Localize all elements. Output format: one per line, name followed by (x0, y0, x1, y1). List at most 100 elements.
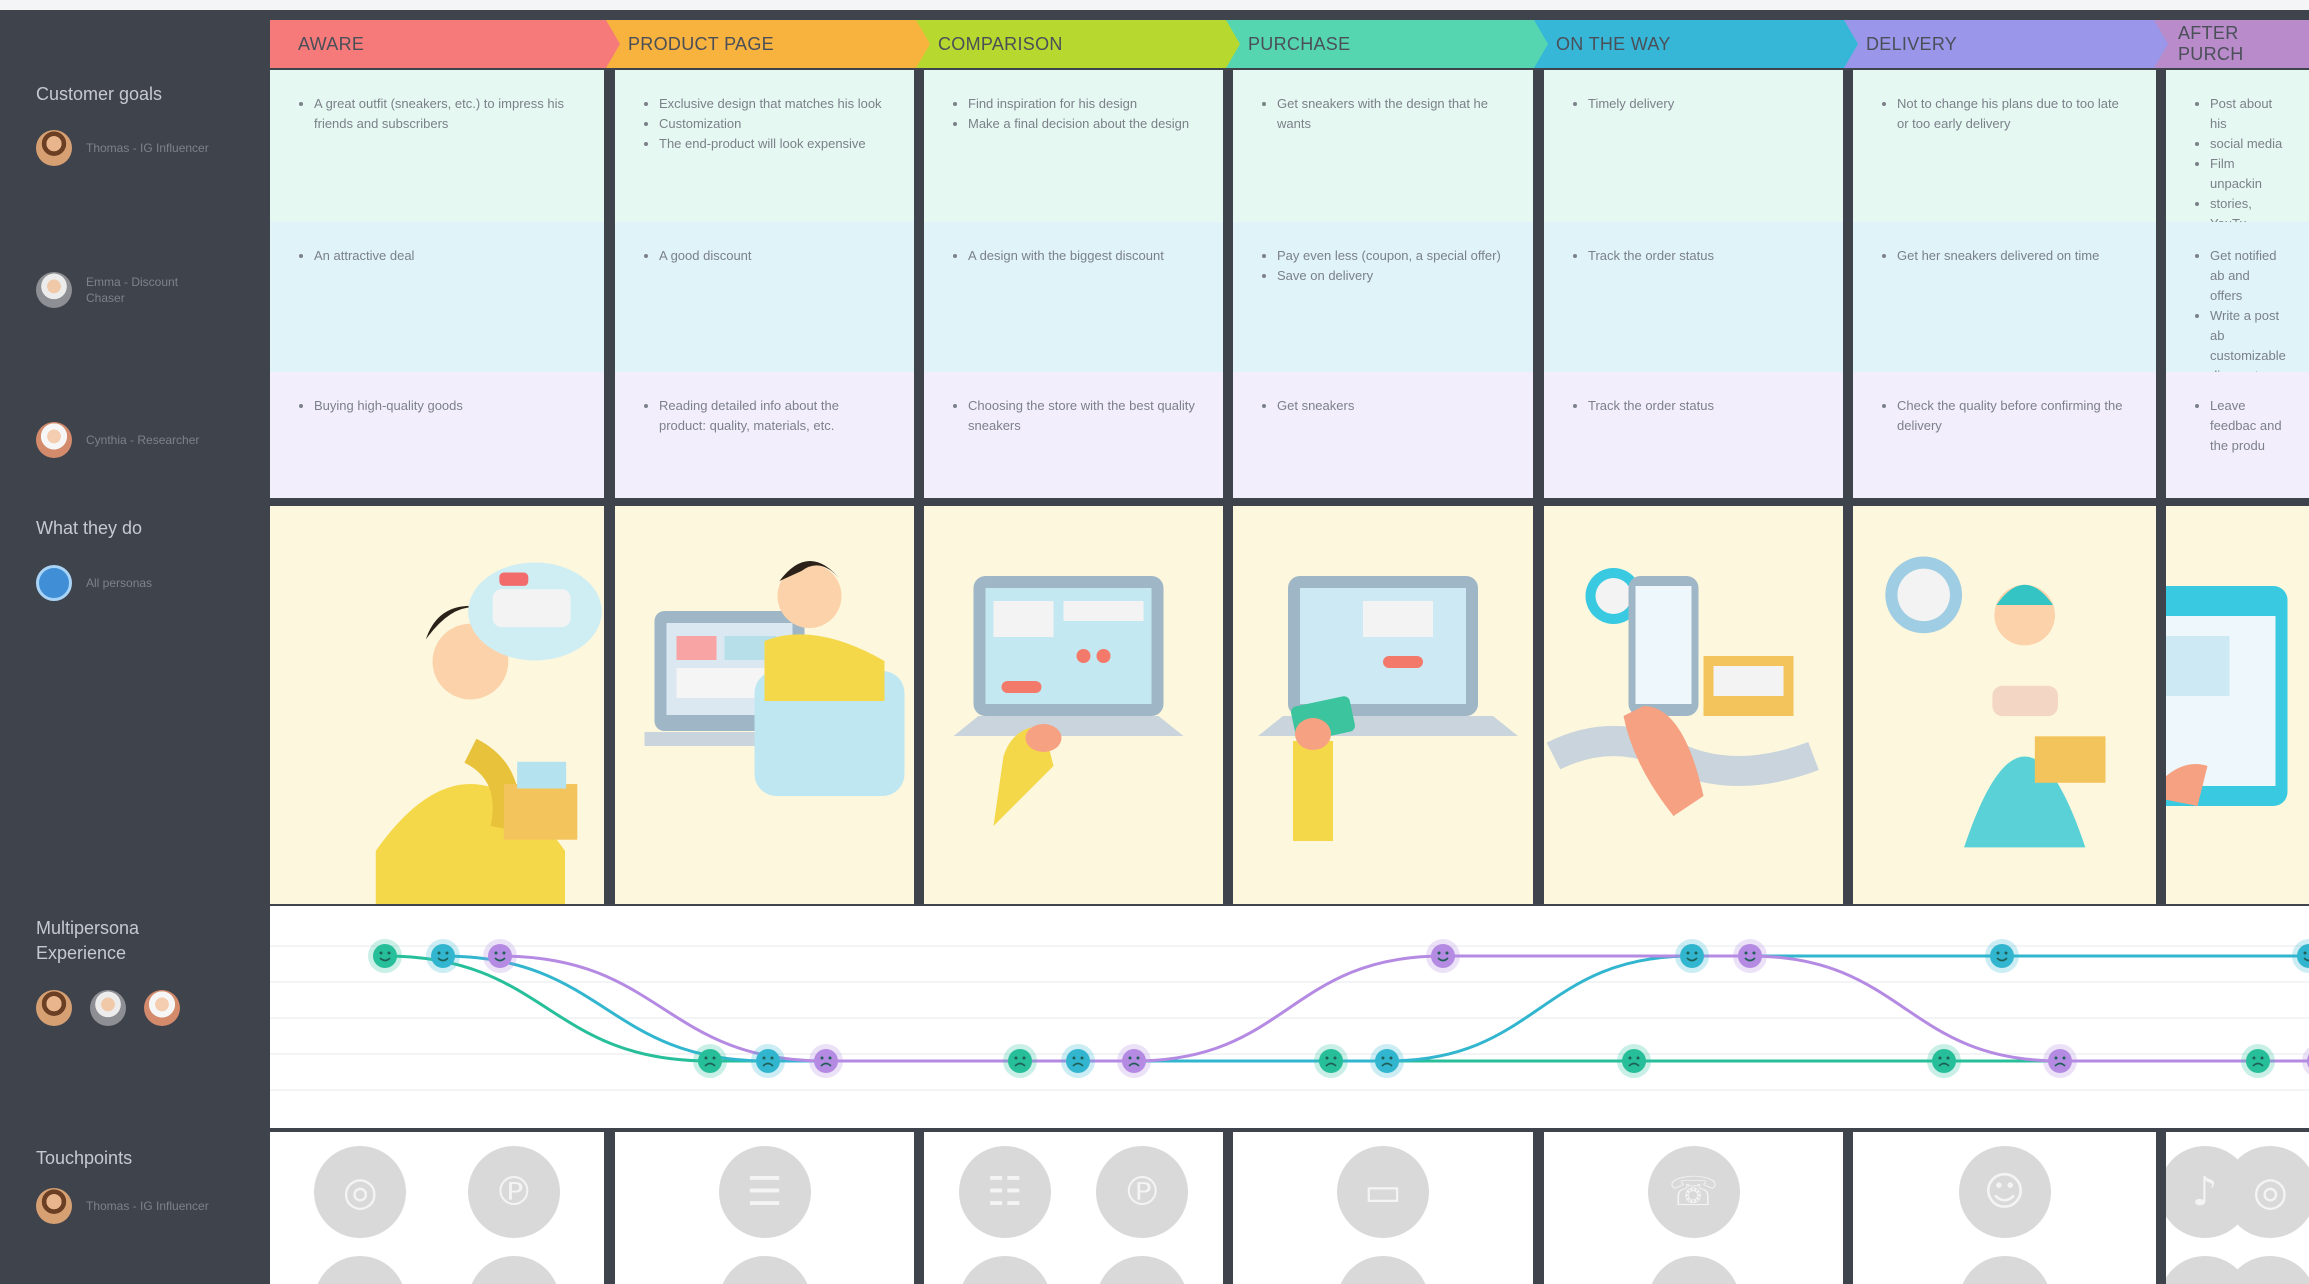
pinterest-icon[interactable]: ℗ (1096, 1146, 1189, 1238)
goal-item: Get sneakers with the design that he wan… (1277, 94, 1507, 134)
persona-thomas[interactable]: Thomas - IG Influencer (36, 130, 216, 166)
goal-cell-thomas[interactable]: Timely delivery (1544, 70, 1843, 222)
goal-item: Reading detailed info about the product:… (659, 396, 888, 436)
goal-item: Timely delivery (1588, 94, 1817, 114)
top-toolbar-strip (0, 0, 2309, 10)
mood-point-happy[interactable] (483, 939, 517, 973)
goal-cell-thomas[interactable]: Find inspiration for his designMake a fi… (924, 70, 1223, 222)
touchpoint-icon-second-row[interactable] (2224, 1256, 2309, 1284)
touchpoint-cell[interactable]: ☷℗ (924, 1132, 1223, 1284)
touchpoint-icon-second-row[interactable] (958, 1256, 1051, 1284)
goal-list: Get sneakers with the design that he wan… (1259, 94, 1507, 134)
goal-cell-emma[interactable]: Get her sneakers delivered on time (1853, 222, 2156, 372)
goal-cell-thomas[interactable]: Exclusive design that matches his lookCu… (615, 70, 914, 222)
mood-point-sad[interactable] (1061, 1044, 1095, 1078)
touchpoint-icon-second-row[interactable] (314, 1256, 407, 1284)
goal-item: Post about his (2210, 94, 2283, 134)
persona-cynthia[interactable]: Cynthia - Researcher (36, 422, 216, 458)
persona-name: Thomas - IG Influencer (86, 1199, 209, 1213)
payment-icon[interactable]: ▭ (1337, 1146, 1429, 1238)
stage-header-purchase[interactable]: PURCHASE (1220, 20, 1548, 68)
pinterest-icon[interactable]: ℗ (467, 1146, 560, 1238)
mood-point-sad[interactable] (693, 1044, 727, 1078)
mood-point-sad[interactable] (809, 1044, 843, 1078)
goal-cell-cynthia[interactable]: Choosing the store with the best quality… (924, 372, 1223, 498)
touchpoint-cell[interactable]: ☏ (1544, 1132, 1843, 1284)
phone-icon[interactable]: ☏ (1647, 1146, 1740, 1238)
persona-touchpoints[interactable]: Thomas - IG Influencer (36, 1188, 216, 1224)
mood-point-sad[interactable] (2043, 1044, 2077, 1078)
section-title-touchpoints: Touchpoints (36, 1148, 133, 1168)
touchpoint-cell[interactable]: ◎℗ (270, 1132, 604, 1284)
goal-item: Exclusive design that matches his look (659, 94, 888, 114)
goal-cell-thomas[interactable]: Post about hissocial mediaFilm unpackins… (2166, 70, 2309, 231)
touchpoint-icon-second-row[interactable] (1096, 1256, 1189, 1284)
touchpoint-cell[interactable]: ☺ (1853, 1132, 2156, 1284)
instagram-icon[interactable]: ◎ (2224, 1146, 2309, 1238)
mood-point-sad[interactable] (1927, 1044, 1961, 1078)
stage-header-comparison[interactable]: COMPARISON (910, 20, 1240, 68)
illustration-delivery (1853, 506, 2156, 904)
mood-point-happy[interactable] (1426, 939, 1460, 973)
stage-header-after-purch[interactable]: AFTER PURCH (2150, 20, 2309, 68)
touchpoint-cell[interactable]: ▭ (1233, 1132, 1533, 1284)
catalog-icon[interactable]: ☷ (958, 1146, 1051, 1238)
stage-header-on-the-way[interactable]: ON THE WAY (1528, 20, 1858, 68)
goal-list: Timely delivery (1570, 94, 1817, 114)
goal-cell-cynthia[interactable]: Buying high-quality goods (270, 372, 604, 498)
product-page-icon[interactable]: ☰ (718, 1146, 811, 1238)
touchpoint-icon-second-row[interactable] (1958, 1256, 2051, 1284)
goal-cell-cynthia[interactable]: Reading detailed info about the product:… (615, 372, 914, 498)
goal-cell-cynthia[interactable]: Leave feedbac and the produ (2166, 372, 2309, 498)
mood-point-happy[interactable] (1675, 939, 1709, 973)
goal-cell-emma[interactable]: A good discount (615, 222, 914, 372)
mood-point-sad[interactable] (1617, 1044, 1651, 1078)
goal-cell-thomas[interactable]: A great outfit (sneakers, etc.) to impre… (270, 70, 604, 222)
goal-cell-emma[interactable]: Pay even less (coupon, a special offer)S… (1233, 222, 1533, 372)
courier-icon[interactable]: ☺ (1958, 1146, 2051, 1238)
goal-cell-emma[interactable]: An attractive deal (270, 222, 604, 372)
avatar (36, 130, 72, 166)
goal-item: Buying high-quality goods (314, 396, 578, 416)
persona-emma[interactable]: Emma - Discount Chaser (36, 272, 216, 308)
mood-point-sad[interactable] (1117, 1044, 1151, 1078)
series-line-0 (384, 954, 2258, 1063)
avatar (36, 272, 72, 308)
touchpoint-icon-second-row[interactable] (1647, 1256, 1740, 1284)
touchpoint-cell[interactable]: ♪◎ (2166, 1132, 2309, 1284)
mood-point-happy[interactable] (368, 939, 402, 973)
touchpoint-icon-second-row[interactable] (718, 1256, 811, 1284)
goal-list: A design with the biggest discount (950, 246, 1197, 266)
goal-cell-cynthia[interactable]: Track the order status (1544, 372, 1843, 498)
mood-point-sad[interactable] (1370, 1044, 1404, 1078)
goal-cell-emma[interactable]: Track the order status (1544, 222, 1843, 372)
mood-point-sad[interactable] (1314, 1044, 1348, 1078)
touchpoint-cell[interactable]: ☰ (615, 1132, 914, 1284)
goal-cell-emma[interactable]: Get notified ab and offersWrite a post a… (2166, 222, 2309, 383)
goal-item: Check the quality before confirming the … (1897, 396, 2130, 436)
mood-point-happy[interactable] (426, 939, 460, 973)
instagram-icon[interactable]: ◎ (314, 1146, 407, 1238)
mood-point-happy[interactable] (1985, 939, 2019, 973)
touchpoint-icon-second-row[interactable] (1337, 1256, 1429, 1284)
goal-cell-thomas[interactable]: Not to change his plans due to too late … (1853, 70, 2156, 222)
goal-cell-thomas[interactable]: Get sneakers with the design that he wan… (1233, 70, 1533, 222)
mood-point-happy[interactable] (1733, 939, 1767, 973)
goal-cell-emma[interactable]: A design with the biggest discount (924, 222, 1223, 372)
mood-point-happy[interactable] (2292, 939, 2309, 973)
mood-point-sad[interactable] (751, 1044, 785, 1078)
goal-cell-cynthia[interactable]: Get sneakers (1233, 372, 1533, 498)
stage-header-delivery[interactable]: DELIVERY (1838, 20, 2168, 68)
goal-item: A good discount (659, 246, 888, 266)
mood-point-sad[interactable] (2241, 1044, 2275, 1078)
goal-list: An attractive deal (296, 246, 578, 266)
goal-cell-cynthia[interactable]: Check the quality before confirming the … (1853, 372, 2156, 498)
touchpoint-icon-second-row[interactable] (467, 1256, 560, 1284)
mood-point-sad[interactable] (1003, 1044, 1037, 1078)
stage-header-product-page[interactable]: PRODUCT PAGE (600, 20, 930, 68)
persona-all[interactable]: All personas (36, 565, 216, 601)
goal-item: The end-product will look expensive (659, 134, 888, 154)
mood-point-sad[interactable] (2302, 1044, 2309, 1078)
goal-item: Get notified ab and offers (2210, 246, 2283, 306)
stage-header-aware[interactable]: AWARE (270, 20, 620, 68)
